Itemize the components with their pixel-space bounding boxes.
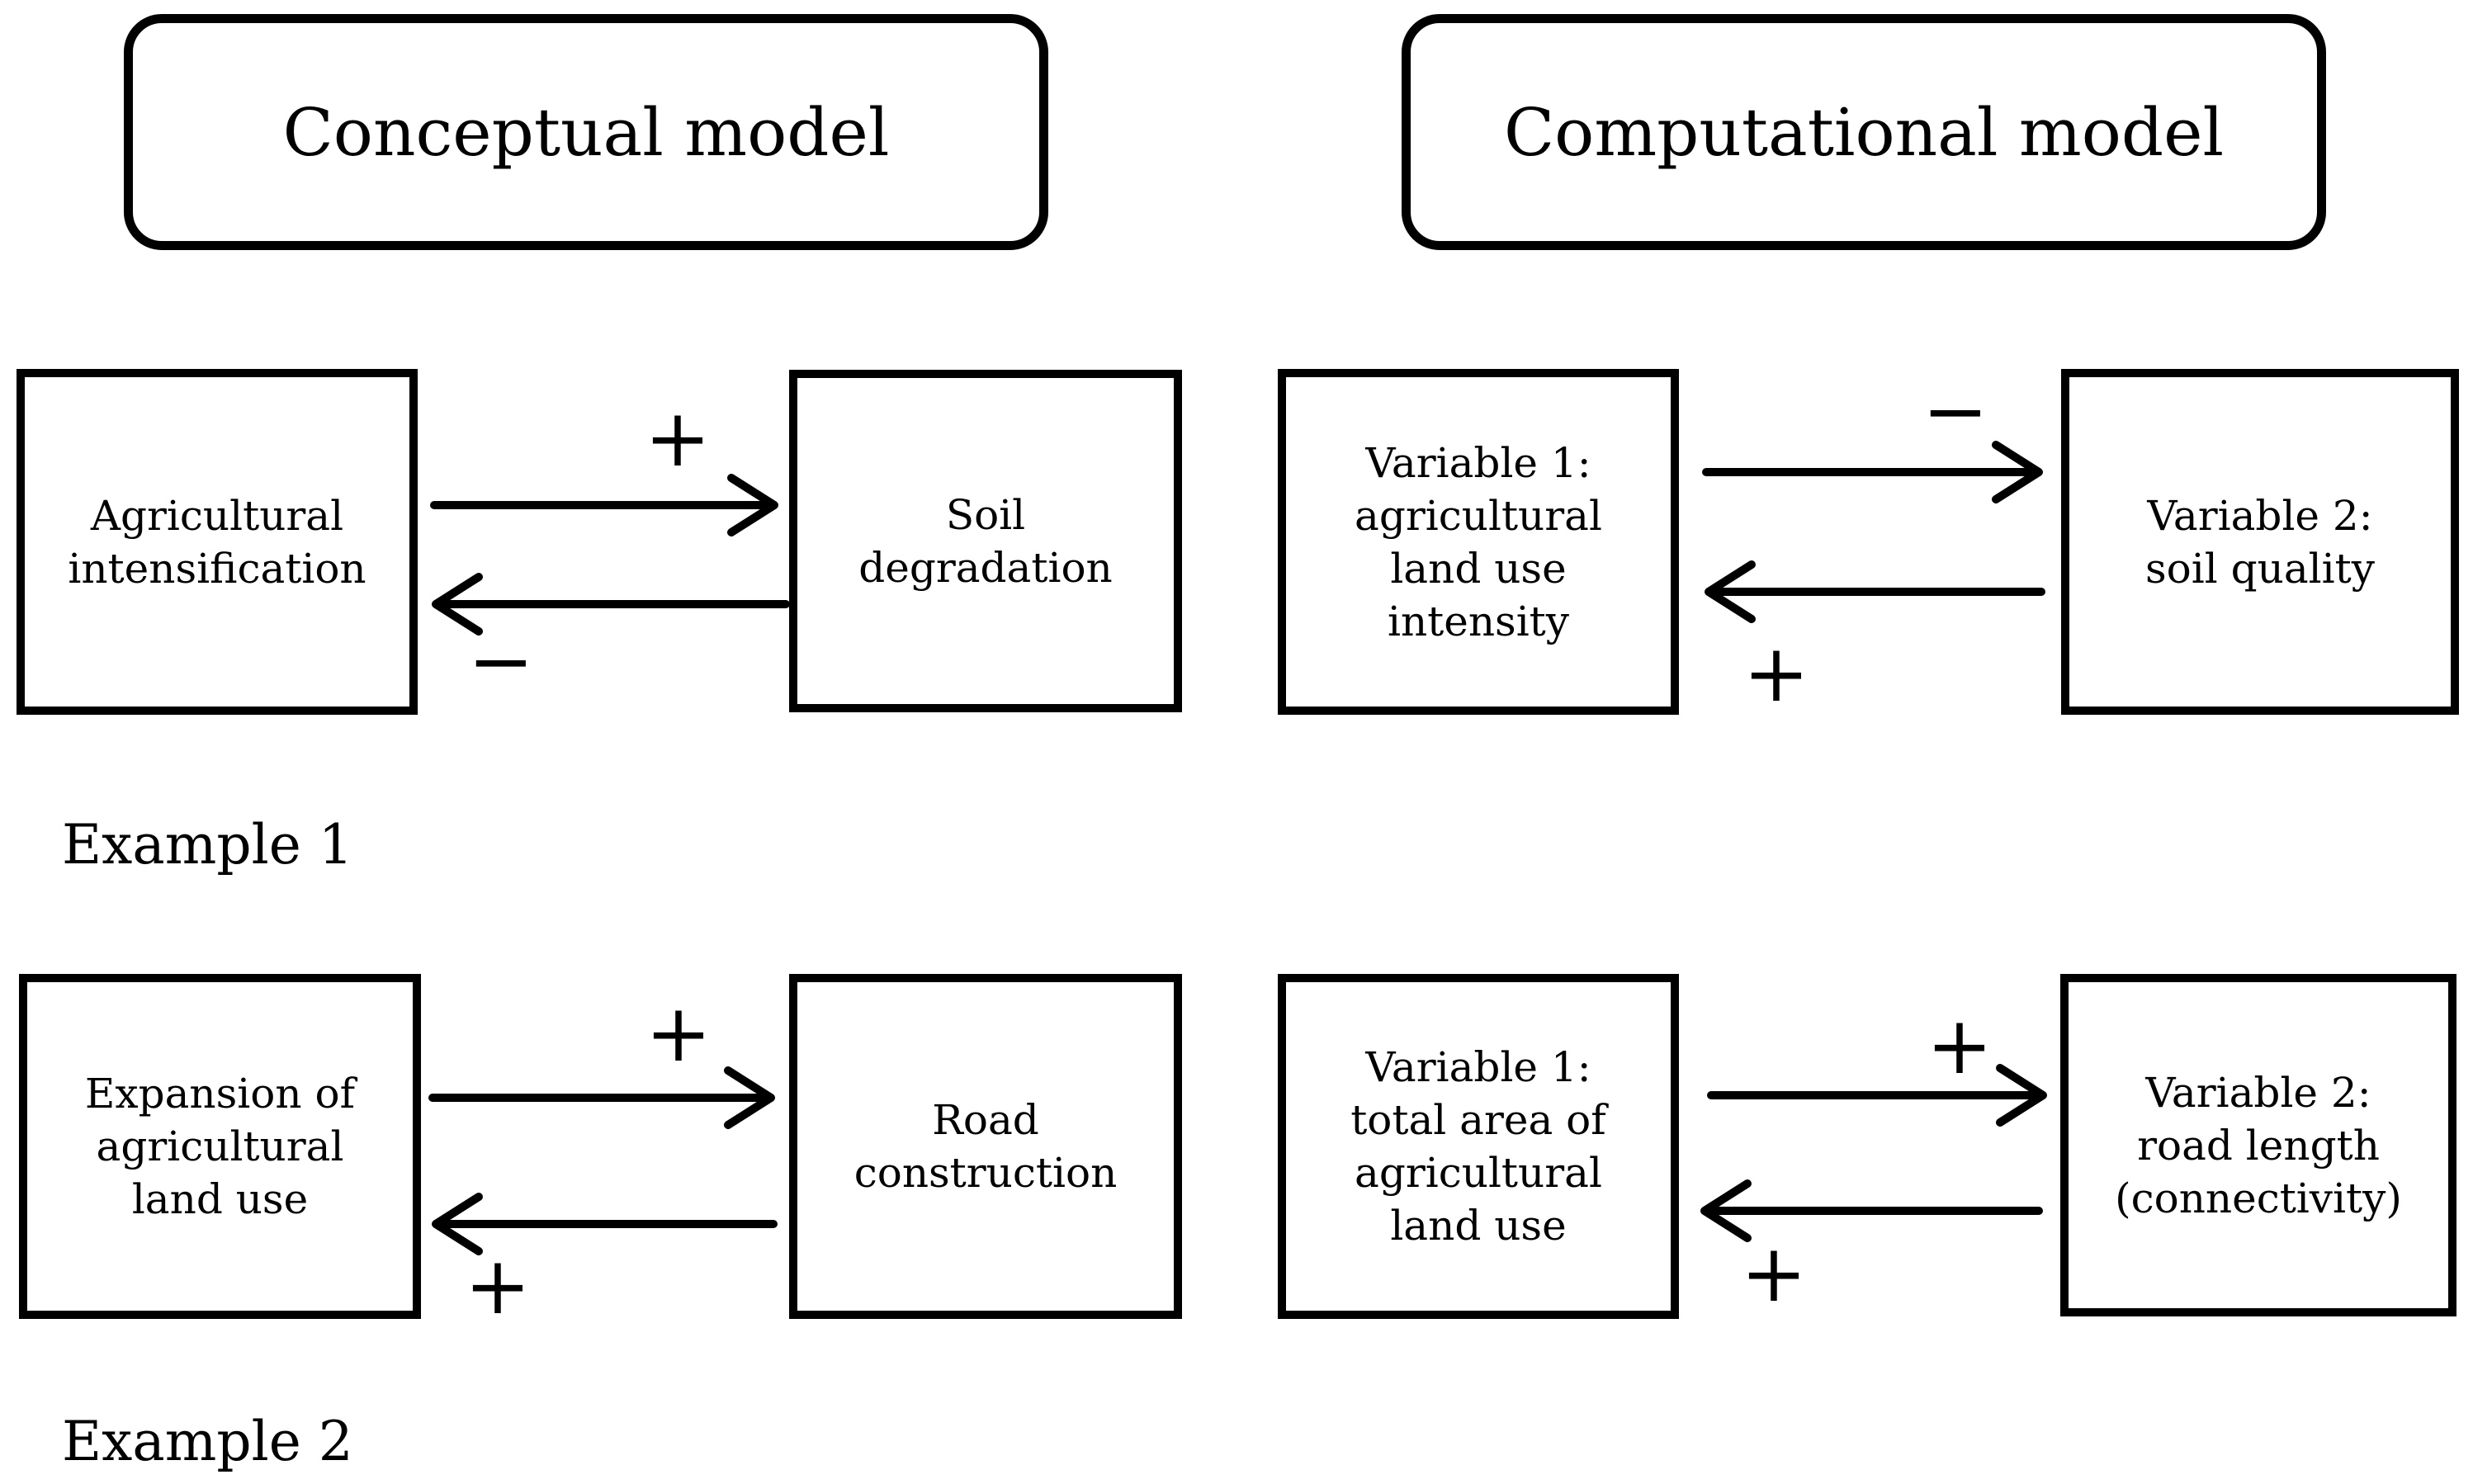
sign-e2-computational-forward: + (1926, 1000, 1993, 1093)
box-e2-computational-target-label: Variable 2: road length (connectivity) (2115, 1068, 2402, 1222)
sign-e1-computational-forward: − (1922, 365, 1989, 458)
box-e1-computational-target: Variable 2: soil quality (2061, 369, 2459, 715)
arrow-head-right (727, 474, 778, 536)
sign-e1-computational-backward: + (1742, 627, 1810, 721)
arrow-head-left (432, 573, 483, 636)
arrow-e2-conceptual-forward (428, 1066, 775, 1129)
arrow-e2-conceptual-backward (432, 1193, 778, 1255)
example2-label: Example 2 (62, 1410, 353, 1473)
arrow-head-left (432, 1193, 483, 1255)
box-e1-conceptual-target-label: Soil degradation (858, 490, 1113, 592)
box-e2-computational-target: Variable 2: road length (connectivity) (2060, 974, 2456, 1316)
arrow-e2-computational-forward (1707, 1064, 2047, 1127)
box-e1-conceptual-source: Agricultural intensification (17, 369, 418, 715)
header-conceptual-model: Conceptual model (124, 14, 1048, 250)
header-computational-model: Computational model (1402, 14, 2326, 250)
header-computational-label: Computational model (1503, 93, 2225, 171)
box-e2-computational-source-label: Variable 1: total area of agricultural l… (1350, 1043, 1606, 1250)
box-e2-conceptual-target: Road construction (789, 974, 1182, 1319)
arrow-e2-computational-backward (1700, 1179, 2043, 1242)
sign-e2-conceptual-forward: + (645, 987, 712, 1080)
header-conceptual-label: Conceptual model (282, 93, 890, 171)
sign-e1-conceptual-forward: + (644, 392, 712, 485)
box-e1-conceptual-source-label: Agricultural intensification (68, 491, 366, 593)
box-e2-conceptual-target-label: Road construction (853, 1096, 1118, 1197)
box-e2-computational-source: Variable 1: total area of agricultural l… (1278, 974, 1679, 1319)
box-e1-computational-target-label: Variable 2: soil quality (2145, 491, 2375, 593)
arrow-e1-computational-backward (1705, 560, 2045, 623)
arrow-head-right (724, 1066, 775, 1129)
box-e1-computational-source: Variable 1: agricultural land use intens… (1278, 369, 1679, 715)
box-e1-conceptual-target: Soil degradation (789, 370, 1182, 712)
box-e2-conceptual-source-label: Expansion of agricultural land use (84, 1070, 356, 1223)
arrow-head-left (1705, 560, 1756, 623)
arrow-e1-conceptual-backward (432, 573, 790, 636)
arrow-head-left (1700, 1179, 1752, 1242)
box-e1-computational-source-label: Variable 1: agricultural land use intens… (1355, 438, 1602, 645)
sign-e1-conceptual-backward: − (467, 615, 535, 708)
arrow-e1-conceptual-forward (430, 474, 778, 536)
arrow-head-right (1992, 441, 2043, 503)
sign-e2-computational-backward: + (1740, 1227, 1808, 1321)
sign-e2-conceptual-backward: + (464, 1240, 532, 1333)
example1-label: Example 1 (62, 813, 353, 877)
arrow-head-right (1996, 1064, 2047, 1127)
arrow-e1-computational-forward (1702, 441, 2043, 503)
box-e2-conceptual-source: Expansion of agricultural land use (19, 974, 421, 1319)
